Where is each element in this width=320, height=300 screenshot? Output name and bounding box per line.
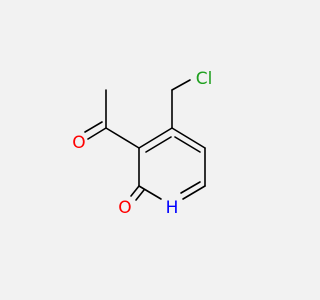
bond-c4-c5-inner <box>174 136 201 153</box>
bond-c2-o <box>130 185 140 197</box>
bond-ch2-cl <box>171 79 191 91</box>
ring-nh-label: H <box>166 198 179 218</box>
bond-c3-c4 <box>138 127 173 149</box>
chlorine-atom-label: Cl <box>196 69 213 89</box>
bond-acetyl-o <box>87 127 107 140</box>
bond-acetyl-o-2 <box>84 121 103 133</box>
bond-c3-acetyl <box>105 127 140 149</box>
bond-c6-n1 <box>182 185 206 200</box>
bond-c3-c4-inner <box>145 136 172 153</box>
bond-n1-c2 <box>138 185 162 200</box>
bond-c4-c5 <box>171 127 206 149</box>
structure-diagram: Cl O O H <box>72 69 212 218</box>
atom-labels: Cl O O H <box>72 69 212 218</box>
bond-layer <box>84 79 206 201</box>
molecule-drawing: Cl O O H <box>72 69 212 218</box>
acetyl-oxygen-label: O <box>72 133 85 153</box>
bond-c6-n1-inner <box>180 181 201 194</box>
bond-c2-o-2 <box>135 189 145 201</box>
ring-oxygen-label: O <box>118 198 131 218</box>
